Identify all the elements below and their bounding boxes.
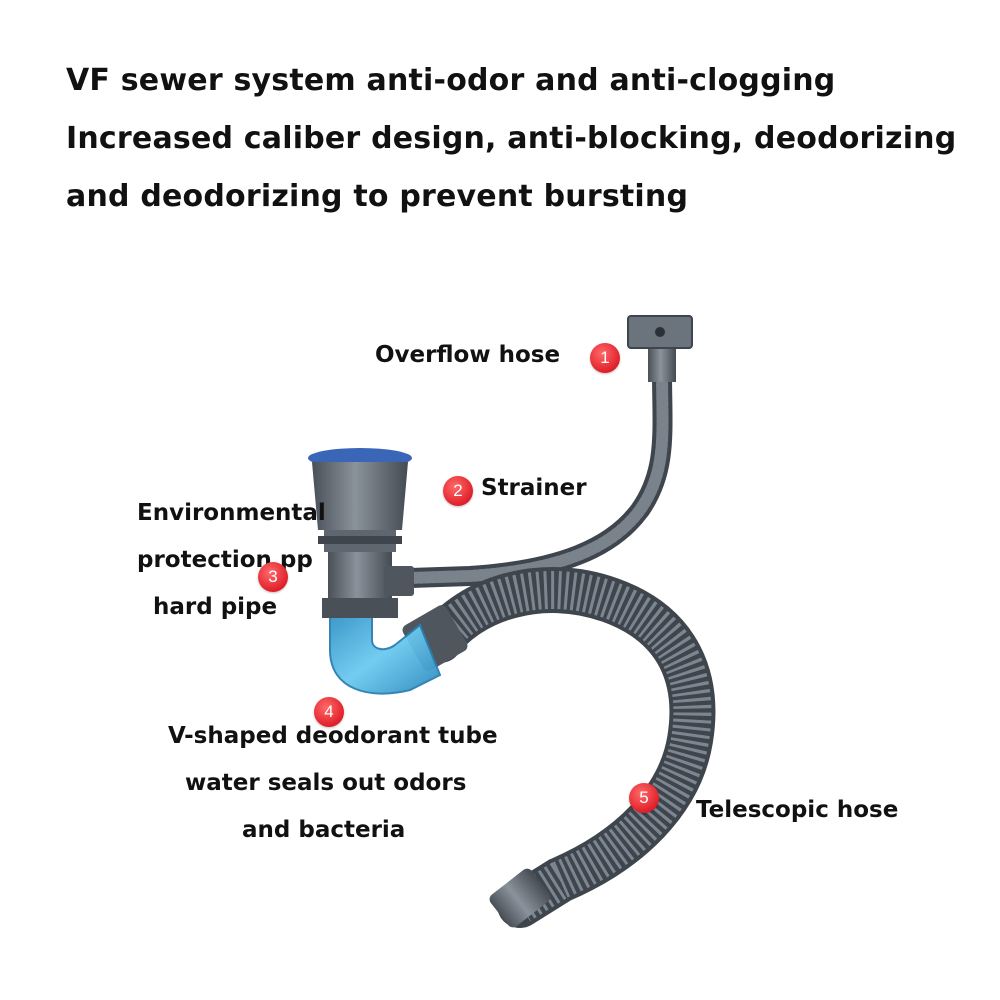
label-overflow-hose: Overflow hose xyxy=(375,342,561,368)
headline-line-3: and deodorizing to prevent bursting xyxy=(66,179,689,214)
label-telescopic-hose: Telescopic hose xyxy=(696,797,899,823)
label-pp-pipe-line-3: hard pipe xyxy=(153,594,278,620)
headline-line-2: Increased caliber design, anti-blocking,… xyxy=(66,121,957,156)
badge-3: 3 xyxy=(258,562,288,592)
label-trap-line-2: water seals out odors xyxy=(185,770,467,796)
badge-4: 4 xyxy=(314,697,344,727)
label-trap-line-3: and bacteria xyxy=(242,817,406,843)
label-strainer: Strainer xyxy=(481,475,587,501)
v-shaped-trap xyxy=(329,609,442,695)
headline-line-1: VF sewer system anti-odor and anti-clogg… xyxy=(66,63,836,98)
badge-2: 2 xyxy=(443,476,473,506)
badge-5: 5 xyxy=(629,783,659,813)
label-pp-pipe-line-1: Environmental xyxy=(137,500,326,526)
label-trap-line-1: V-shaped deodorant tube xyxy=(168,723,498,749)
badge-1: 1 xyxy=(590,343,620,373)
strainer-body xyxy=(308,448,414,618)
telescopic-hose xyxy=(417,567,716,928)
